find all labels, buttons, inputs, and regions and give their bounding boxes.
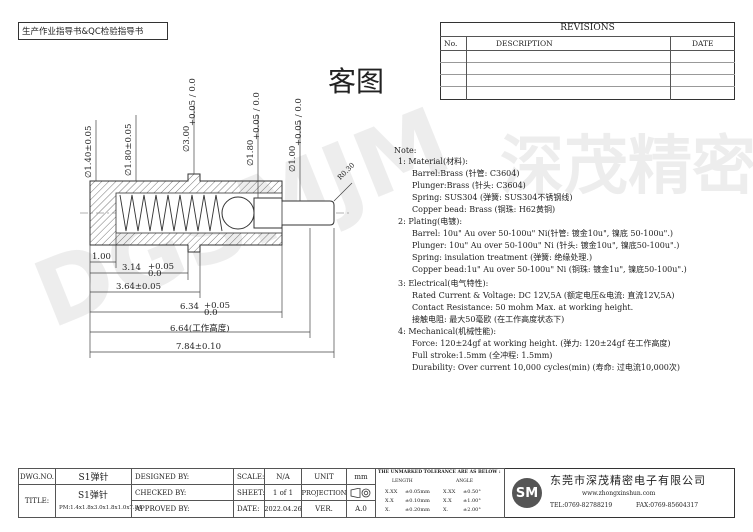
note-line: 接触电阻: 最大50毫欧 (在工作高度状态下) (412, 315, 565, 324)
dim-l3: 3.64±0.05 (116, 282, 161, 292)
note-line: 4: Mechanical(机械性能): (398, 327, 497, 336)
company-tel: TEL:0769-82788219 (550, 502, 613, 509)
note-line: Spring: insulation treatment (弹簧: 绝缘处理.) (412, 253, 593, 262)
dim-d5: ∅1.00 (288, 145, 298, 172)
sheet-label: SHEET: (233, 484, 265, 501)
title-label: TITLE: (18, 484, 56, 518)
page-title: 客图 (328, 65, 385, 98)
date-value: 2022.04.26 (264, 500, 302, 518)
designed-by: DESIGNED BY: (131, 468, 234, 485)
dim-d4-tol: +0.05 / 0.0 (252, 92, 262, 140)
note-line: 1: Material(材料): (398, 157, 468, 166)
dim-l4: 6.34 (180, 302, 199, 312)
unit-value: mm (346, 468, 376, 485)
title-pm: PM:1.4x1.8x3.0x1.8x1.0x7.84 (59, 505, 142, 511)
dim-l5: 6.64(工作高度) (170, 324, 230, 334)
copper-bead (221, 196, 255, 230)
title-value: S1弹针 (78, 491, 108, 501)
note-line: Rated Current & Voltage: DC 12V,5A (额定电压… (412, 291, 675, 300)
company-logo-icon: SM (512, 478, 542, 508)
dim-d5-tol: +0.05 / 0.0 (294, 98, 304, 146)
dwg-no: S1弹针 (55, 468, 132, 485)
unit-label: UNIT (301, 468, 347, 485)
note-line: Contact Resistance: 50 mohm Max. at work… (412, 303, 634, 312)
dim-d1: ∅1.40±0.05 (84, 125, 94, 178)
note-line: Full stroke:1.5mm (全冲程: 1.5mm) (412, 351, 553, 360)
dim-d3-tol: +0.05 / 0.0 (188, 78, 198, 126)
tolerance-angle: ANGLE (456, 479, 474, 484)
dim-l2-tol-bot: 0.0 (148, 269, 162, 279)
notes-heading: Note: (394, 146, 417, 155)
dim-d3: ∅3.00 (182, 125, 192, 152)
header-title-box (18, 22, 168, 40)
revisions-col-no: No. (444, 39, 458, 48)
note-line: Copper bead: Brass (铜珠: H62黄铜) (412, 205, 556, 214)
note-line: Spring: SUS304 (弹簧: SUS304不锈钢线) (412, 193, 573, 202)
company-website: www.zhongxinshun.com (582, 490, 656, 497)
sheet-value: 1 of 1 (264, 484, 302, 501)
tolerance-title: THE UNMARKED TOLERANCE ARE AS BELOW : (378, 470, 501, 475)
ver-value: A.0 (346, 500, 376, 518)
dim-l2-tol-top: +0.05 (148, 262, 175, 272)
dim-l2: 3.14 (122, 263, 141, 273)
checked-by: CHECKED BY: (131, 484, 234, 501)
company-name: 东莞市深茂精密电子有限公司 (550, 474, 706, 487)
date-label: DATE: (233, 500, 265, 518)
note-line: Force: 120±24gf at working height. (弹力: … (412, 339, 671, 348)
scale-value: N/A (264, 468, 302, 485)
note-line: Barrel:Brass (针管: C3604) (412, 169, 520, 178)
spring (119, 194, 223, 232)
dim-l6: 7.84±0.10 (176, 342, 221, 352)
dim-d2: ∅1.80±0.05 (124, 123, 134, 176)
dim-d4: ∅1.80 (246, 139, 256, 166)
plunger (253, 197, 335, 229)
note-line: Copper bead:1u" Au over 50-100u" Ni (铜珠:… (412, 265, 687, 274)
ver-label: VER. (301, 500, 347, 518)
approved-by: APPROVED BY: (131, 500, 234, 518)
doc-title: 生产作业指导书&QC检验指导书 (22, 27, 144, 37)
dim-l4-tol-top: +0.05 (204, 301, 231, 311)
note-line: Barrel: 10u" Au over 50-100u" Ni(针管: 镀金1… (412, 229, 674, 238)
note-line: Durability: Over current 10,000 cycles(m… (412, 363, 681, 372)
revisions-col-desc: DESCRIPTION (496, 39, 553, 48)
dim-l4-tol-bot: 0.0 (204, 308, 218, 318)
note-line: Plunger: 10u" Au over 50-100u" Ni (针头: 镀… (412, 241, 680, 250)
revisions-table (440, 22, 735, 100)
note-line: Plunger:Brass (针头: C3604) (412, 181, 526, 190)
dim-l1: 1.00 (92, 252, 111, 262)
company-fax: FAX:0769-85604317 (636, 502, 699, 509)
projection-label: PROJECTION (301, 484, 347, 501)
tolerance-length: LENGTH (392, 479, 413, 484)
note-line: 2: Plating(电镀): (398, 217, 463, 226)
revisions-col-date: DATE (692, 39, 714, 48)
note-line: 3: Electrical(电气特性): (398, 279, 489, 288)
projection-symbol-icon (346, 484, 376, 501)
scale-label: SCALE: (233, 468, 265, 485)
dwg-no-label: DWG.NO. (18, 468, 56, 485)
revisions-title: REVISIONS (560, 23, 615, 33)
